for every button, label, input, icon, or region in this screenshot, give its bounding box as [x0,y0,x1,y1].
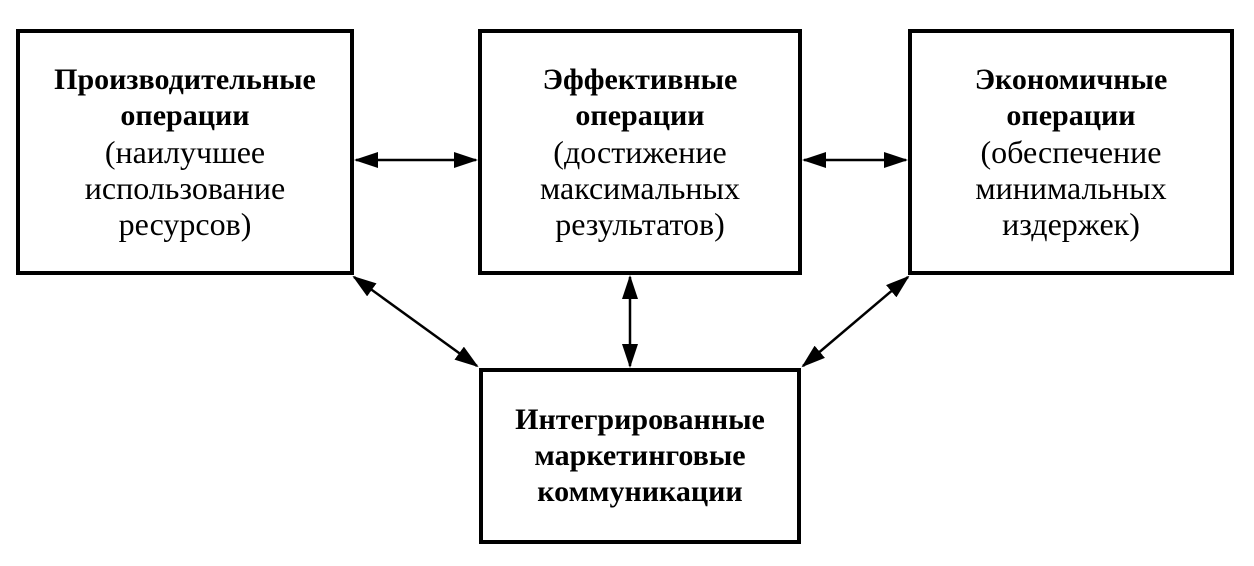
arrow-productive-imc [352,275,479,368]
node-economical-operations: Экономичные операции (обеспечение минима… [908,29,1234,275]
node-integrated-marketing-communications: Интегрированные маркетинговые коммуникац… [479,368,801,544]
node-productive-operations: Производительные операции (наилучшее исп… [16,29,354,275]
node-desc-line: результатов) [555,206,725,242]
node-desc-line: (наилучшее [104,134,266,170]
arrow-economical-imc [801,275,910,368]
node-title-line: Интегрированные [515,403,765,436]
node-effective-operations: Эффективные операции (достижение максима… [478,29,802,275]
node-title-line: операции [575,99,705,132]
node-desc-line: издержек) [1002,206,1140,242]
node-desc-line: (обеспечение [980,134,1162,170]
node-desc-line: максимальных [539,170,740,206]
node-desc-line: использование [84,170,286,206]
node-title-line: маркетинговые [534,439,746,472]
node-desc-line: (достижение [553,134,727,170]
node-title-line: коммуникации [537,475,743,508]
node-title-line: Эффективные [542,63,738,96]
node-title-line: Производительные [54,63,316,96]
node-title-line: операции [1006,99,1136,132]
node-title-line: операции [120,99,250,132]
node-desc-line: минимальных [975,170,1167,206]
node-title-line: Экономичные [974,63,1168,96]
node-desc-line: ресурсов) [118,206,252,242]
